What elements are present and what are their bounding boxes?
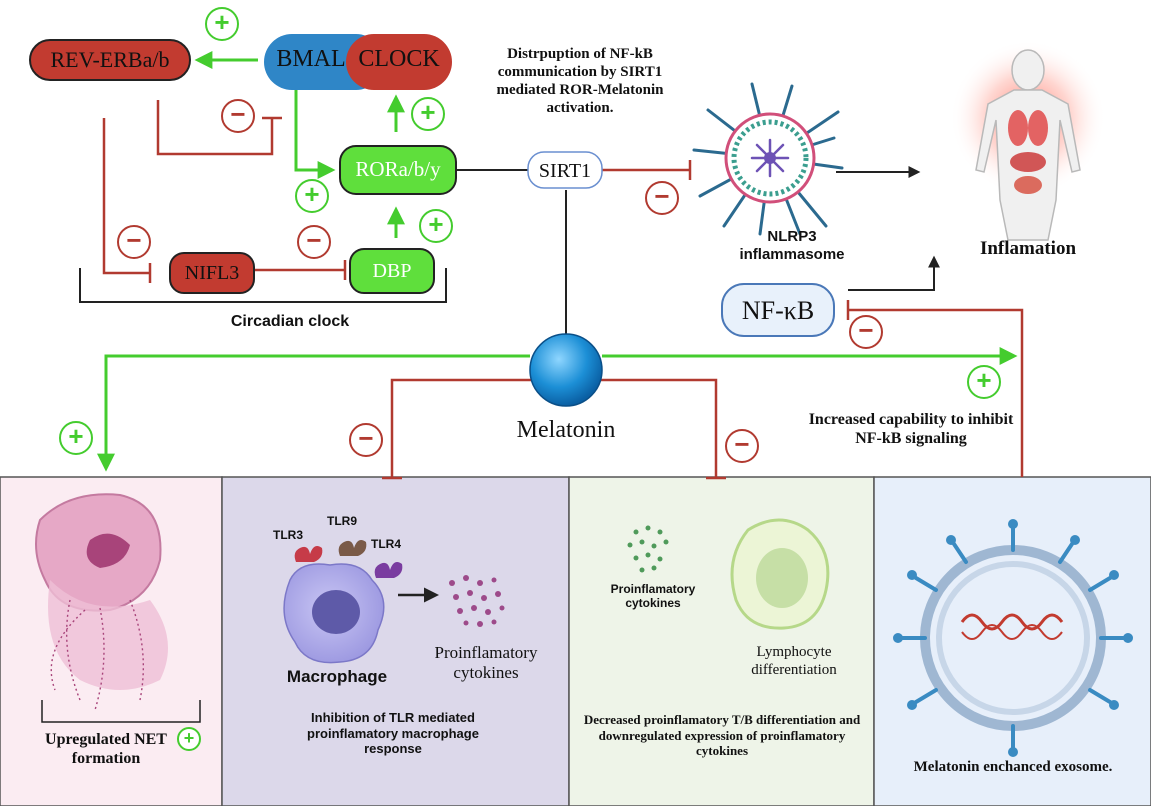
inhibit-melatonin-lymphocyte xyxy=(600,378,718,478)
panel-macrophage xyxy=(221,476,570,806)
nodes xyxy=(29,34,835,407)
minus-glyph: − xyxy=(654,181,670,211)
minus-glyph: − xyxy=(858,315,874,345)
node-ror xyxy=(339,145,457,195)
node-nifl3 xyxy=(169,252,255,294)
sign-minus-reverb-bmal xyxy=(221,99,255,133)
exosome-caption: Melatonin enchanced exosome. xyxy=(913,759,1113,775)
sirt1-label: SIRT1 xyxy=(538,160,592,182)
nlrp3-inflammasome xyxy=(692,82,844,236)
minus-glyph: − xyxy=(734,429,750,459)
plus-glyph: + xyxy=(68,421,84,451)
sign-minus-reverb-nifl3 xyxy=(117,225,151,259)
inhibit-reverb-nifl3 xyxy=(102,118,150,275)
nifl3-label: NIFL3 xyxy=(184,262,240,284)
tlr4-label: TLR4 xyxy=(371,537,401,551)
disruption-label: Distrpuption of NF-kB communication by S… xyxy=(496,46,664,116)
sign-circles xyxy=(59,7,1001,751)
minus-glyph: − xyxy=(230,99,246,129)
ror-label: RORa/b/y xyxy=(355,157,441,181)
inflammation-label: Inflamation xyxy=(979,238,1077,259)
sign-plus-bmal-reverb xyxy=(205,7,239,41)
inhibit-exosome-nfkb xyxy=(848,308,1024,477)
sign-plus-net-caption xyxy=(177,727,201,751)
melatonin-molecule xyxy=(529,333,603,407)
plus-glyph: + xyxy=(183,728,195,748)
nfkb-label: NF-κB xyxy=(741,296,815,325)
sign-minus-lymphocyte xyxy=(725,429,759,463)
plus-glyph: + xyxy=(428,209,444,239)
plus-glyph: + xyxy=(304,179,320,209)
arrow-nfkb-inflammation xyxy=(848,255,940,291)
sign-minus-macrophage xyxy=(349,423,383,457)
macrophage-label: Macrophage xyxy=(286,667,388,686)
minus-glyph: − xyxy=(358,423,374,453)
lymphocyte-figure xyxy=(627,518,830,630)
arrow-melatonin-net xyxy=(97,354,530,472)
arrow-bmal-ror xyxy=(294,90,336,179)
tlr9-label: TLR9 xyxy=(327,514,357,528)
neutrophil-net-figure xyxy=(35,493,201,723)
sign-minus-nifl3-dbp xyxy=(297,225,331,259)
node-clock xyxy=(346,34,452,90)
plus-glyph: + xyxy=(420,97,436,127)
sign-plus-dbp-ror xyxy=(419,209,453,243)
melatonin-label: Melatonin xyxy=(516,417,616,443)
exosome-figure xyxy=(893,519,1133,757)
increased-capability-label: Increased capability to inhibit NF-kB si… xyxy=(808,411,1014,448)
bmal-label: BMAL xyxy=(276,46,346,72)
plus-glyph: + xyxy=(976,365,992,395)
node-sirt1 xyxy=(527,151,603,189)
dbp-label: DBP xyxy=(372,260,412,282)
circadian-clock-label: Circadian clock xyxy=(230,313,350,330)
melatonin-connectors xyxy=(97,347,1018,480)
sign-plus-ror-clock xyxy=(411,97,445,131)
node-dbp xyxy=(349,248,435,294)
node-nfkb xyxy=(721,283,835,337)
circadian-connectors xyxy=(79,51,1024,477)
circadian-bracket xyxy=(79,268,447,303)
nlrp3-label: NLRP3 inflammasome xyxy=(739,228,845,263)
macrophage-figure xyxy=(283,540,505,664)
lymphocyte-caption: Decreased proinflamatory T/B differentia… xyxy=(583,712,861,759)
clock-label: CLOCK xyxy=(358,46,440,72)
minus-glyph: − xyxy=(126,225,142,255)
sign-plus-exosome xyxy=(967,365,1001,399)
inflammation-figure xyxy=(950,40,1106,241)
lymphocyte-label: Lymphocyte differentiation xyxy=(751,644,837,678)
macrophage-caption: Inhibition of TLR mediated proinflamator… xyxy=(307,710,479,757)
lymphocyte-cytokines-label: Proinflamatory cytokines xyxy=(610,582,696,611)
macrophage-cytokines-label: Proinflamatory cytokines xyxy=(434,643,538,683)
inhibit-reverb-bmal xyxy=(156,100,274,156)
rev-erb-label: REV-ERBa/b xyxy=(50,47,170,72)
sign-plus-net xyxy=(59,421,93,455)
node-rev-erb xyxy=(29,39,191,81)
net-caption: Upregulated NET formation xyxy=(45,731,167,768)
minus-glyph: − xyxy=(306,225,322,255)
plus-glyph: + xyxy=(214,7,230,37)
sign-minus-exosome-nfkb xyxy=(849,315,883,349)
sign-minus-sirt1-nlrp3 xyxy=(645,181,679,215)
inhibit-melatonin-macrophage xyxy=(390,378,532,478)
tlr3-label: TLR3 xyxy=(273,528,303,542)
sign-plus-bmal-ror xyxy=(295,179,329,213)
net-bracket xyxy=(41,700,201,723)
